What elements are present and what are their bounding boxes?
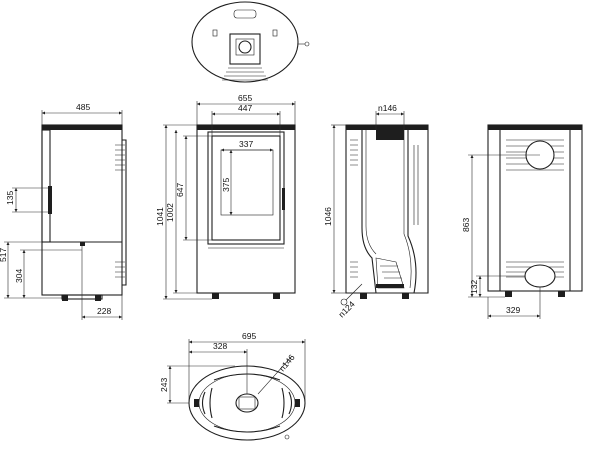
bottom-offset-label: 328 — [213, 341, 227, 351]
side-door-height-label: 517 — [0, 248, 8, 262]
front-view-dimensions: 655 447 337 375 647 1002 1041 — [155, 93, 296, 300]
front-total-height-label: 1041 — [155, 207, 165, 226]
section-flue-label: n146 — [378, 103, 397, 113]
section-view-vents — [350, 139, 419, 278]
rear-inlet-height-label: 132 — [469, 280, 479, 294]
section-outlet-label: n124 — [336, 299, 357, 320]
side-inlet-height-label: 304 — [14, 269, 24, 283]
side-view-dimensions: 485 135 517 304 228 — [0, 102, 123, 320]
bottom-width-label: 695 — [242, 331, 256, 341]
rear-offset-label: 329 — [506, 305, 520, 315]
front-door-width-label: 337 — [239, 139, 253, 149]
rear-flue-height-label: 863 — [461, 218, 471, 232]
bottom-depth-label: 243 — [159, 378, 169, 392]
side-width-label: 485 — [76, 102, 90, 112]
top-view — [191, 1, 310, 83]
top-view-vents — [222, 67, 268, 81]
front-glass-frame-height-label: 647 — [175, 183, 185, 197]
bottom-flue-label: n146 — [277, 352, 297, 373]
front-glass-height-label: 375 — [221, 178, 231, 192]
front-inner-width-label: 447 — [238, 103, 252, 113]
section-view — [340, 124, 429, 306]
rear-view-dimensions: 863 132 329 — [461, 154, 541, 319]
section-height-label: 1046 — [323, 207, 333, 226]
front-outer-width-label: 655 — [238, 93, 252, 103]
side-handle-height-label: 135 — [5, 191, 15, 205]
rear-view — [487, 124, 583, 297]
front-body-height-label: 1002 — [165, 203, 175, 222]
side-bottom-offset-label: 228 — [97, 306, 111, 316]
side-view-vents — [115, 144, 125, 278]
side-view — [41, 124, 127, 301]
front-view — [196, 124, 296, 299]
